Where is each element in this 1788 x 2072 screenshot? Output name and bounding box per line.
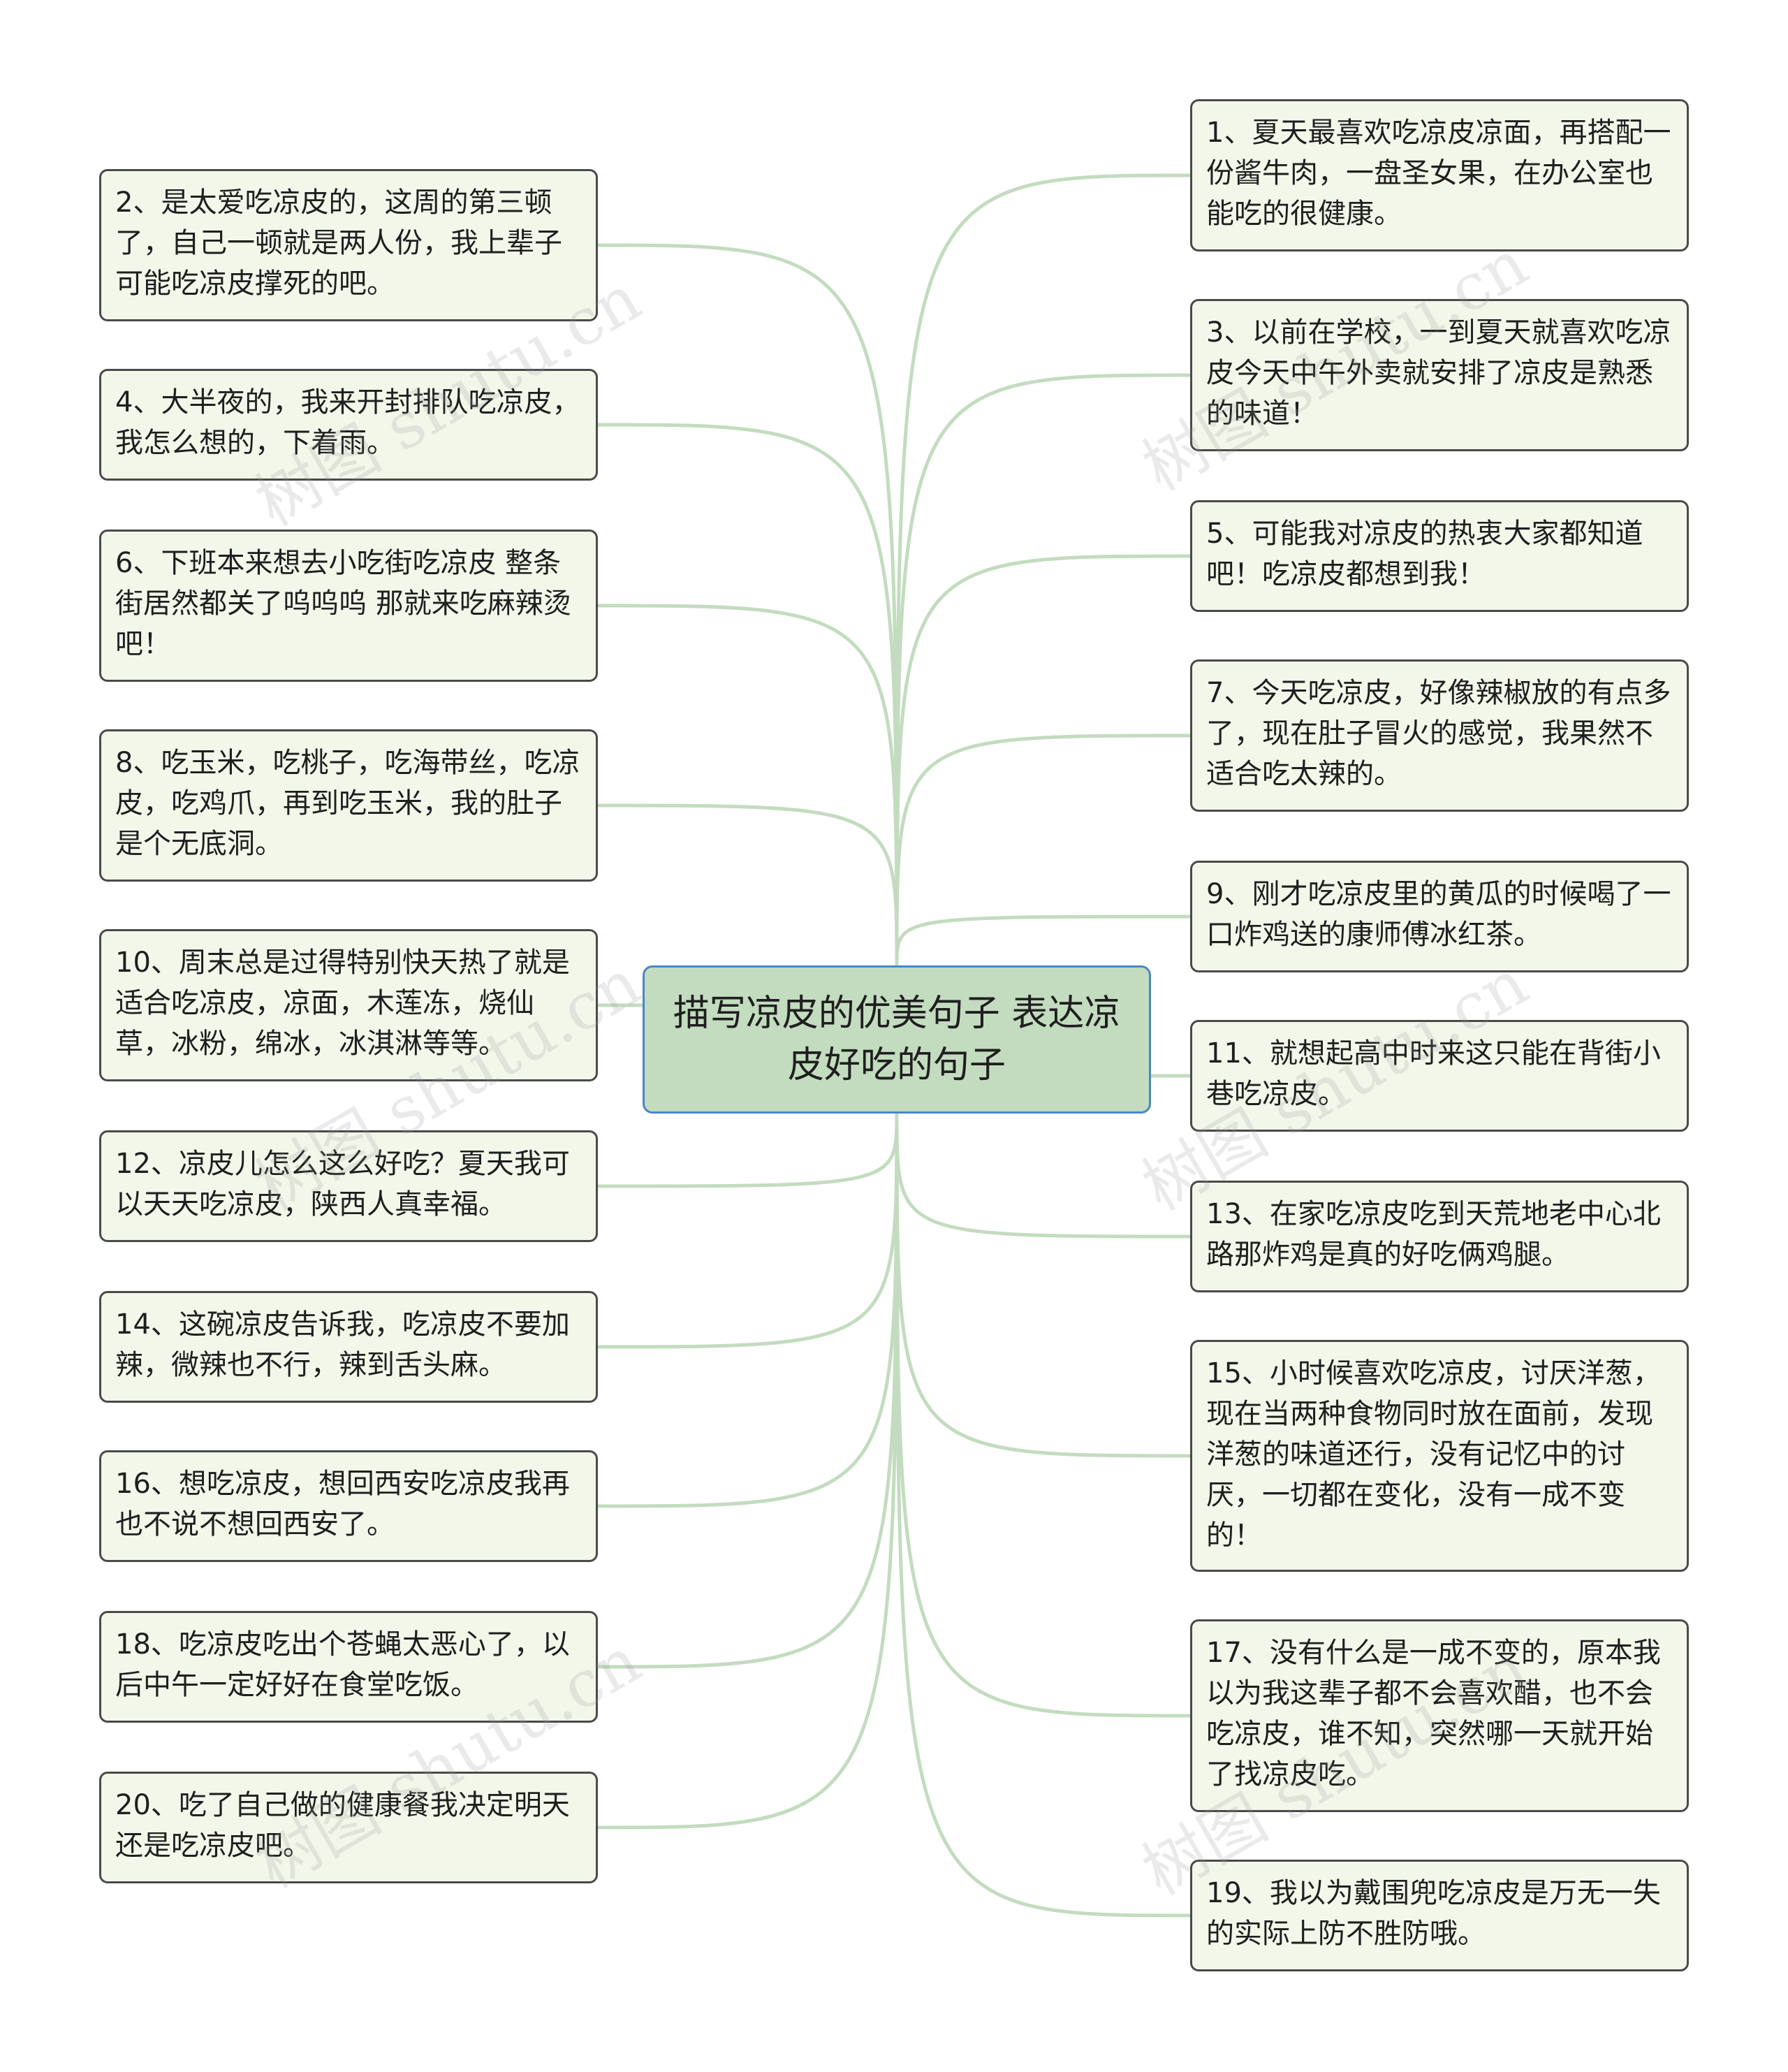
right-node-19[interactable]: 19、我以为戴围兜吃凉皮是万无一失的实际上防不胜防哦。	[1190, 1860, 1689, 1971]
connector-line	[597, 1113, 899, 1188]
connector-line	[597, 1113, 899, 1669]
connector-line	[597, 803, 899, 966]
right-node-5[interactable]: 5、可能我对凉皮的热衷大家都知道吧！吃凉皮都想到我！	[1190, 500, 1689, 612]
left-node-8[interactable]: 8、吃玉米，吃桃子，吃海带丝，吃凉皮，吃鸡爪，再到吃玉米，我的肚子是个无底洞。	[99, 729, 598, 882]
right-node-7[interactable]: 7、今天吃凉皮，好像辣椒放的有点多了，现在肚子冒火的感觉，我果然不适合吃太辣的。	[1190, 659, 1689, 812]
left-node-6[interactable]: 6、下班本来想去小吃街吃凉皮 整条街居然都关了呜呜呜 那就来吃麻辣烫吧！	[99, 530, 598, 682]
right-node-13[interactable]: 13、在家吃凉皮吃到天荒地老中心北路那炸鸡是真的好吃俩鸡腿。	[1190, 1181, 1689, 1292]
left-node-14[interactable]: 14、这碗凉皮告诉我，吃凉皮不要加辣，微辣也不行，辣到舌头麻。	[99, 1291, 598, 1403]
left-node-18[interactable]: 18、吃凉皮吃出个苍蝇太恶心了，以后中午一定好好在食堂吃饭。	[99, 1611, 598, 1723]
left-node-16[interactable]: 16、想吃凉皮，想回西安吃凉皮我再也不说不想回西安了。	[99, 1450, 598, 1562]
connector-line	[597, 1113, 899, 1508]
central-topic[interactable]: 描写凉皮的优美句子 表达凉皮好吃的句子	[643, 965, 1151, 1114]
central-topic-title: 描写凉皮的优美句子 表达凉皮好吃的句子	[673, 993, 1121, 1086]
left-node-10[interactable]: 10、周末总是过得特别快天热了就是适合吃凉皮，凉面，木莲冻，烧仙草，冰粉，绵冰，…	[99, 929, 598, 1081]
connector-line	[597, 1113, 899, 1830]
right-node-3[interactable]: 3、以前在学校，一到夏天就喜欢吃凉皮今天中午外卖就安排了凉皮是熟悉的味道！	[1190, 299, 1689, 451]
right-node-11[interactable]: 11、就想起高中时来这只能在背街小巷吃凉皮。	[1190, 1020, 1689, 1132]
connector-line	[597, 604, 899, 966]
connector-line	[895, 1113, 1191, 1718]
connector-line	[597, 1113, 899, 1349]
left-node-12[interactable]: 12、凉皮儿怎么这么好吃？夏天我可以天天吃凉皮，陕西人真幸福。	[99, 1130, 598, 1242]
connector-line	[895, 1113, 1191, 1918]
left-node-4[interactable]: 4、大半夜的，我来开封排队吃凉皮，我怎么想的，下着雨。	[99, 369, 598, 481]
connector-line	[895, 1113, 1191, 1458]
connector-line	[895, 173, 1191, 966]
right-node-1[interactable]: 1、夏天最喜欢吃凉皮凉面，再搭配一份酱牛肉，一盘圣女果，在办公室也能吃的很健康。	[1190, 99, 1689, 251]
left-node-2[interactable]: 2、是太爱吃凉皮的，这周的第三顿了，自己一顿就是两人份，我上辈子可能吃凉皮撑死的…	[99, 169, 598, 321]
left-node-20[interactable]: 20、吃了自己做的健康餐我决定明天还是吃凉皮吧。	[99, 1772, 598, 1883]
connector-line	[895, 734, 1191, 966]
right-node-17[interactable]: 17、没有什么是一成不变的，原本我以为我这辈子都不会喜欢醋，也不会吃凉皮，谁不知…	[1190, 1619, 1689, 1812]
connector-line	[895, 1113, 1191, 1239]
connector-line	[895, 914, 1191, 966]
connector-line	[597, 423, 899, 966]
connector-line	[895, 554, 1191, 966]
right-node-15[interactable]: 15、小时候喜欢吃凉皮，讨厌洋葱，现在当两种食物同时放在面前，发现洋葱的味道还行…	[1190, 1340, 1689, 1572]
right-node-9[interactable]: 9、刚才吃凉皮里的黄瓜的时候喝了一口炸鸡送的康师傅冰红茶。	[1190, 861, 1689, 972]
connector-line	[895, 373, 1191, 966]
